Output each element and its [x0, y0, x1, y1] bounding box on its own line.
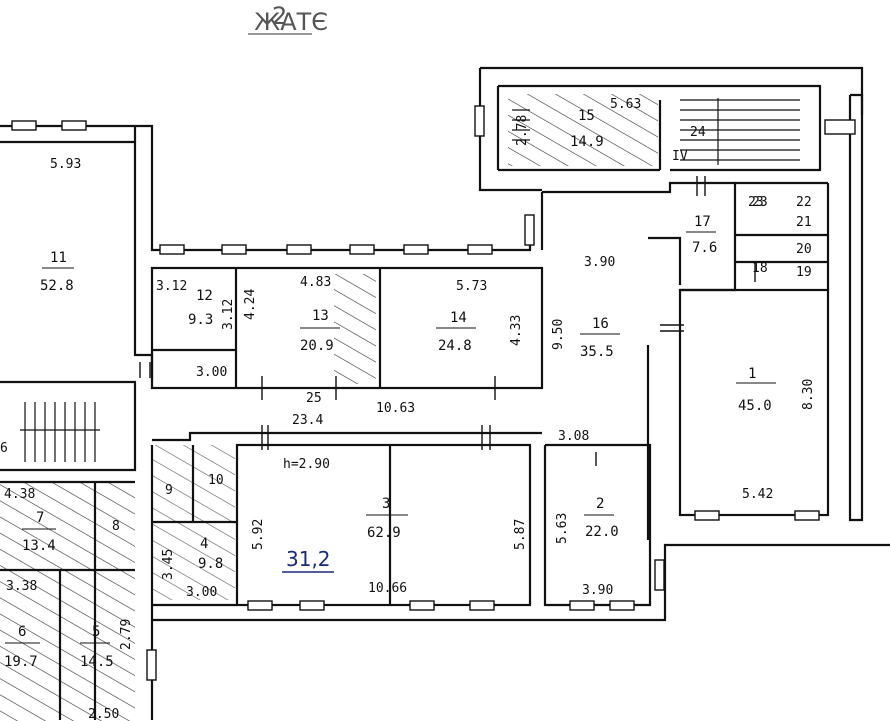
dim-label: 4.33 [509, 315, 524, 346]
dim-label: 5.73 [456, 279, 487, 294]
svg-text:9.8: 9.8 [198, 556, 223, 572]
room-20-tag: 20 [796, 242, 812, 257]
svg-text:14: 14 [450, 310, 467, 326]
svg-text:45.0: 45.0 [738, 398, 772, 414]
room-16: 16 35.5 [580, 316, 620, 360]
svg-text:5: 5 [92, 624, 100, 640]
svg-text:9.3: 9.3 [188, 312, 213, 328]
svg-text:12: 12 [196, 288, 213, 304]
svg-text:7.6: 7.6 [692, 240, 717, 256]
svg-text:4: 4 [200, 536, 208, 552]
room-21-tag: 21 [796, 215, 812, 230]
floor-header: 2 ЭТАЖ [248, 2, 328, 36]
room-5: 514.5 [80, 624, 114, 670]
room-1: 145.0 [736, 366, 776, 414]
stairs [20, 98, 800, 462]
svg-text:17: 17 [694, 214, 711, 230]
room-25-tag: 25 [306, 391, 322, 406]
svg-text:35.5: 35.5 [580, 344, 614, 360]
room-13: 13 20.9 [300, 308, 340, 354]
svg-text:24.8: 24.8 [438, 338, 472, 354]
room-9-tag: 9 [165, 483, 173, 498]
svg-text:14.9: 14.9 [570, 134, 604, 150]
svg-text:3: 3 [382, 496, 390, 512]
dim-label: 3.12 [221, 299, 236, 330]
ceiling-height-label: h=2.90 [283, 457, 330, 472]
dim-label: 5.42 [742, 487, 773, 502]
room-tags: 8 9 10 18 19 20 21 22 23 24 25 6 IV [0, 125, 812, 534]
room-7: 713.4 [22, 510, 56, 554]
room-17: 177.6 [686, 214, 717, 256]
svg-text:62.9: 62.9 [367, 525, 401, 541]
dim-label: 4.38 [4, 487, 35, 502]
dim-label: 3.45 [161, 549, 176, 580]
floor-number: 2 [272, 2, 287, 30]
svg-text:15: 15 [578, 108, 595, 124]
room-4: 49.8 [198, 536, 223, 572]
dim-label: 3.38 [6, 579, 37, 594]
room-22-tag: 22 [796, 195, 812, 210]
dim-label: 5.63 [555, 513, 570, 544]
dim-label: 3.90 [584, 255, 615, 270]
dim-label: 3.00 [186, 585, 217, 600]
dim-label: 23.4 [292, 413, 323, 428]
room-11: 11 52.8 [40, 250, 74, 294]
dim-label: 4.24 [243, 289, 258, 320]
svg-text:16: 16 [592, 316, 609, 332]
dim-label: 5.87 [513, 519, 528, 550]
dim-label: 10.63 [376, 401, 415, 416]
dim-label: 9.50 [551, 319, 566, 350]
stair-left-tag: 6 [0, 441, 8, 456]
svg-text:20.9: 20.9 [300, 338, 334, 354]
dim-label: 8.30 [801, 379, 816, 410]
svg-text:6: 6 [18, 624, 26, 640]
svg-text:13: 13 [312, 308, 329, 324]
room-23-tag: 23 [752, 195, 768, 210]
hatched-areas [0, 94, 658, 721]
svg-text:11: 11 [50, 250, 67, 266]
dim-label: 3.08 [558, 429, 589, 444]
svg-text:13.4: 13.4 [22, 538, 56, 554]
dim-label: 3.90 [582, 583, 613, 598]
dim-label: 3.12 [156, 279, 187, 294]
room-14: 14 24.8 [436, 310, 476, 354]
room-12: 129.3 [188, 288, 213, 328]
handwritten-note: 31,2 [286, 547, 331, 571]
windows [11, 105, 856, 681]
dim-label: 2.78 [515, 115, 530, 146]
dim-label: 5.93 [50, 157, 81, 172]
door-markers [139, 176, 756, 466]
dim-label: 10.66 [368, 581, 407, 596]
dim-label: 2.79 [119, 619, 134, 650]
svg-text:7: 7 [36, 510, 44, 526]
walls [0, 66, 890, 720]
room-3: 362.9 [366, 496, 408, 541]
dim-label: 23 [748, 195, 764, 210]
stair-right-tag: IV [672, 149, 688, 164]
room-18-tag: 18 [752, 261, 768, 276]
room-15: 15 14.9 [570, 108, 604, 150]
svg-text:19.7: 19.7 [4, 654, 38, 670]
dim-label: 5.92 [251, 519, 266, 550]
dim-label: 4.83 [300, 275, 331, 290]
svg-text:2: 2 [596, 496, 604, 512]
floor-word: ЭТАЖ [254, 8, 328, 36]
room-10-tag: 10 [208, 473, 224, 488]
svg-text:14.5: 14.5 [80, 654, 114, 670]
svg-text:52.8: 52.8 [40, 278, 74, 294]
dim-label: 2.50 [88, 707, 119, 721]
room-2: 222.0 [584, 496, 619, 540]
room-19-tag: 19 [796, 265, 812, 280]
dim-label: 3.00 [196, 365, 227, 380]
dimension-labels: 5.93 3.12 3.12 3.00 4.24 4.83 5.73 4.33 … [4, 97, 816, 721]
room-labels: 145.0 222.0 362.9 49.8 514.5 619.7 713.4… [4, 108, 776, 670]
room-8-tag: 8 [112, 519, 120, 534]
svg-text:22.0: 22.0 [585, 524, 619, 540]
room-6: 619.7 [4, 624, 40, 670]
svg-text:1: 1 [748, 366, 756, 382]
room-24-tag: 24 [690, 125, 706, 140]
dim-label: 5.63 [610, 97, 641, 112]
